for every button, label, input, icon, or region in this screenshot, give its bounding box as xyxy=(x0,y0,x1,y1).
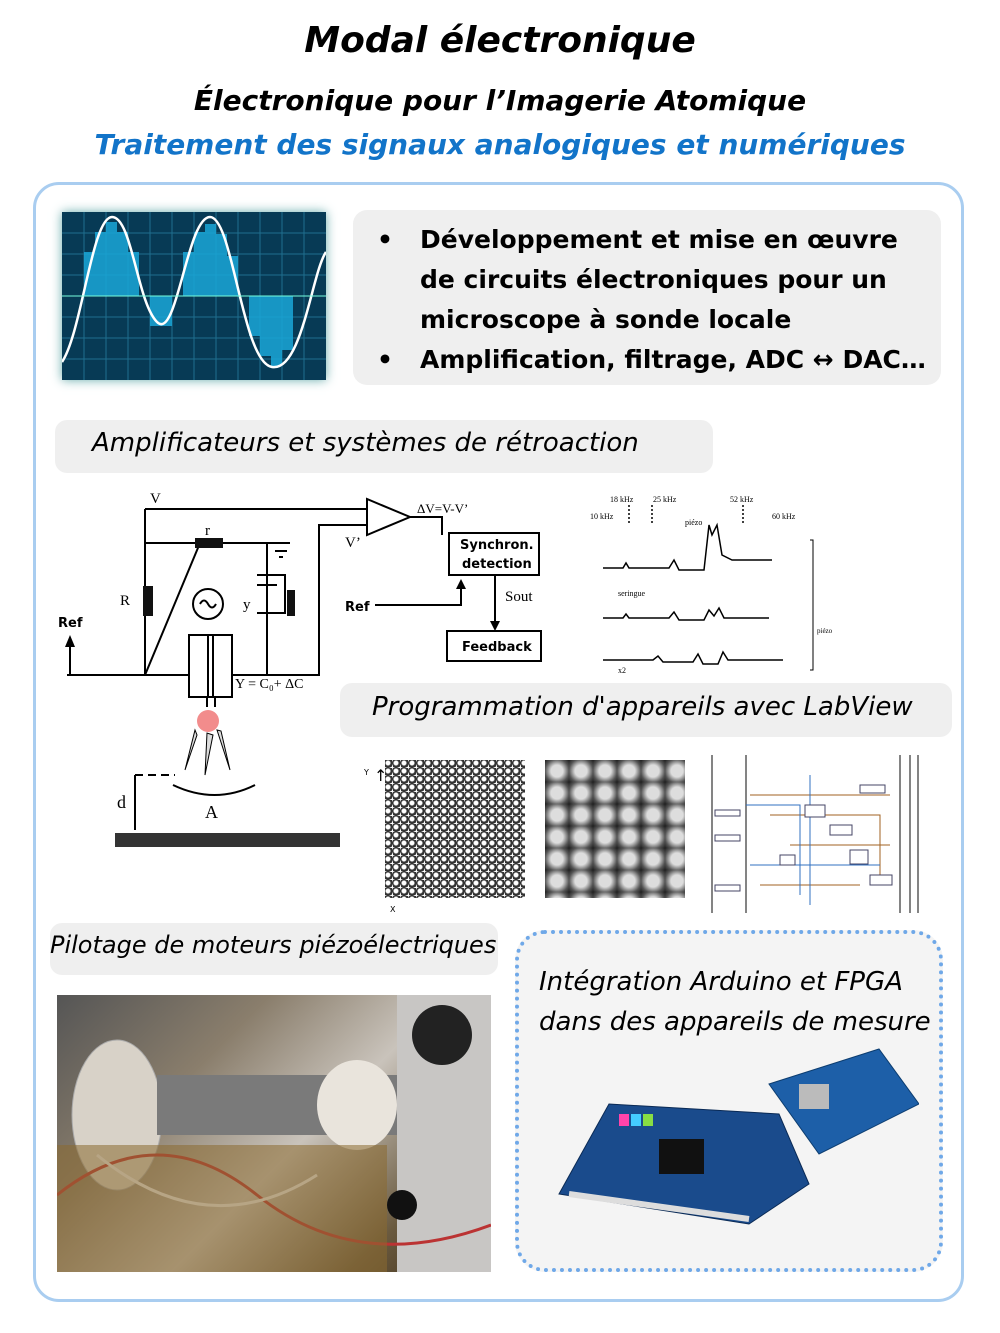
section-labview-label: Programmation d'appareils avec LabView xyxy=(340,683,952,737)
page-title: Modal électronique xyxy=(304,20,696,61)
label-sout: Sout xyxy=(505,589,533,605)
label-x2: x2 xyxy=(618,666,626,675)
arrow-up-icon: ↑ xyxy=(374,766,388,785)
freq-60: 60 kHz xyxy=(772,512,796,521)
page-subtitle: Électronique pour l’Imagerie Atomique xyxy=(193,84,807,117)
freq-18: 18 kHz xyxy=(610,495,634,504)
piezo-motor-photo xyxy=(57,995,491,1272)
sine-wave-graphic xyxy=(62,212,326,380)
feedback-circuit-diagram: V V’ ΔV=V-V’ r R y Ref Ref Y = C₀+ ΔC Sy… xyxy=(58,491,542,847)
label-seringue: seringue xyxy=(618,589,646,598)
label-ref-right: Ref xyxy=(345,600,370,615)
freq-25: 25 kHz xyxy=(653,495,677,504)
afm-image-lattice xyxy=(385,760,525,898)
arduino-fpga-section: Intégration Arduino et FPGA dans des app… xyxy=(515,930,943,1272)
afm-x-axis-label: X xyxy=(390,905,396,914)
label-ref-left: Ref xyxy=(58,616,83,631)
bullet-list: Développement et mise en œuvre de circui… xyxy=(353,210,941,385)
label-A: A xyxy=(205,802,218,822)
bullet-item: Développement et mise en œuvre de circui… xyxy=(375,220,941,340)
label-delta-v: ΔV=V-V’ xyxy=(417,501,468,516)
label-R: R xyxy=(120,593,130,609)
label-r: r xyxy=(205,523,210,539)
spectrum-plot: 18 kHz 25 kHz 52 kHz 10 kHz 60 kHz piézo… xyxy=(590,495,835,675)
freq-10: 10 kHz xyxy=(590,512,614,521)
freq-52: 52 kHz xyxy=(730,495,754,504)
afm-y-axis-label: Y xyxy=(364,768,369,777)
label-V: V xyxy=(150,491,161,507)
label-Vprime: V’ xyxy=(345,535,361,551)
afm-image-3d xyxy=(545,760,685,898)
label-y: y xyxy=(243,597,251,613)
label-capacitance: Y = C₀+ ΔC xyxy=(235,677,303,692)
feedback-block: Feedback xyxy=(462,640,532,655)
arduino-label-line2: dans des appareils de mesure xyxy=(539,1007,931,1037)
label-piezo-etire: piézo ✝ étiré xyxy=(817,627,835,635)
section-amplifiers-label: Amplificateurs et systèmes de rétroactio… xyxy=(55,420,713,473)
arduino-fpga-boards-image xyxy=(558,1048,919,1225)
arduino-label-line1: Intégration Arduino et FPGA xyxy=(539,967,903,997)
page-topic: Traitement des signaux analogiques et nu… xyxy=(94,128,906,161)
oscilloscope-image xyxy=(62,212,326,380)
section-piezo-label: Pilotage de moteurs piézoélectriques xyxy=(50,923,498,975)
bullet-item: Amplification, filtrage, ADC ↔ DAC… xyxy=(375,340,941,380)
sync-label-1: Synchron. xyxy=(460,538,534,553)
label-piezo: piézo xyxy=(685,518,702,527)
content-frame xyxy=(33,182,964,1302)
label-d: d xyxy=(117,792,126,812)
sync-label-2: detection xyxy=(462,557,532,572)
labview-block-diagram xyxy=(711,755,919,913)
